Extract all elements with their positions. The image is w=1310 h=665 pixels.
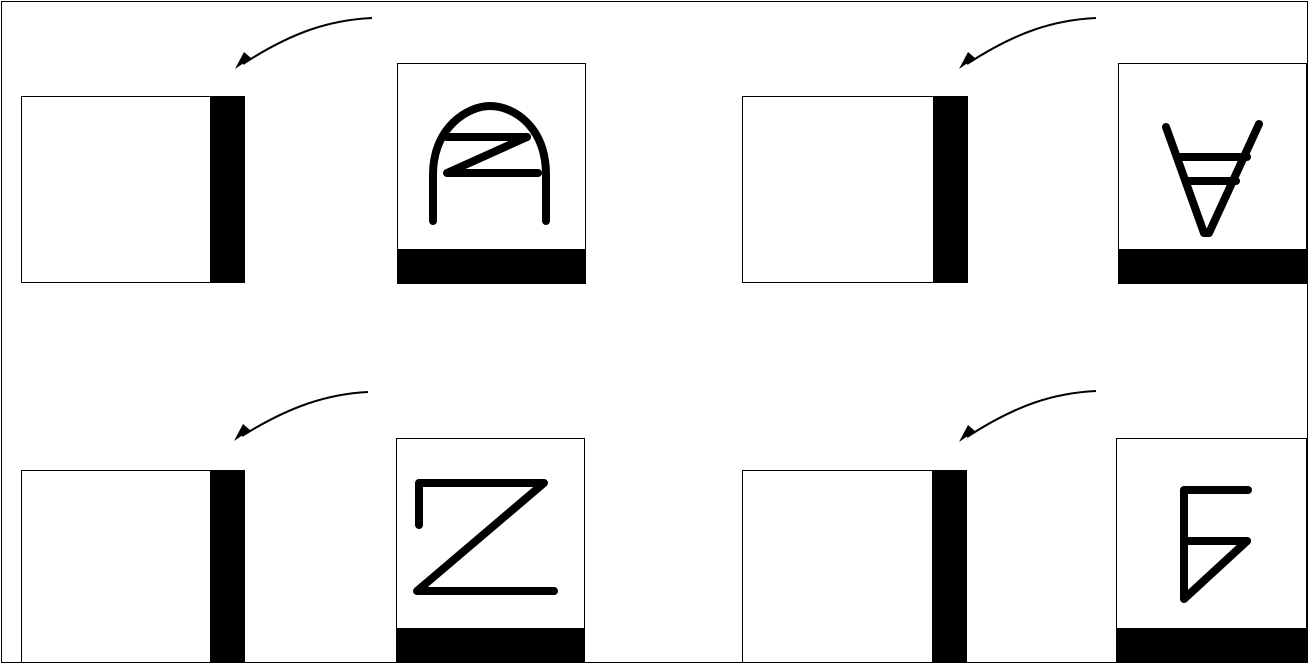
glyph-b-flag-icon — [1117, 439, 1308, 664]
source-box-bottom-right — [742, 470, 967, 663]
source-box-top-right — [742, 96, 968, 283]
glyph-dome-z-icon — [398, 64, 587, 285]
source-bar-right — [932, 471, 966, 662]
curved-arrow-icon — [944, 8, 1124, 78]
target-box-top-left — [397, 63, 586, 284]
target-box-bottom-right — [1116, 438, 1307, 663]
curved-arrow-icon — [944, 381, 1124, 451]
source-box-bottom-left — [21, 470, 245, 663]
source-bar-right — [933, 97, 967, 282]
curved-arrow-icon — [220, 8, 400, 78]
curved-arrow-icon — [220, 382, 400, 452]
glyph-z-icon — [397, 439, 586, 664]
target-box-bottom-left — [396, 438, 585, 663]
source-box-top-left — [21, 96, 245, 283]
glyph-inverted-a-icon — [1119, 64, 1308, 285]
target-box-top-right — [1118, 63, 1307, 284]
source-bar-right — [210, 471, 244, 662]
source-bar-right — [210, 97, 244, 282]
